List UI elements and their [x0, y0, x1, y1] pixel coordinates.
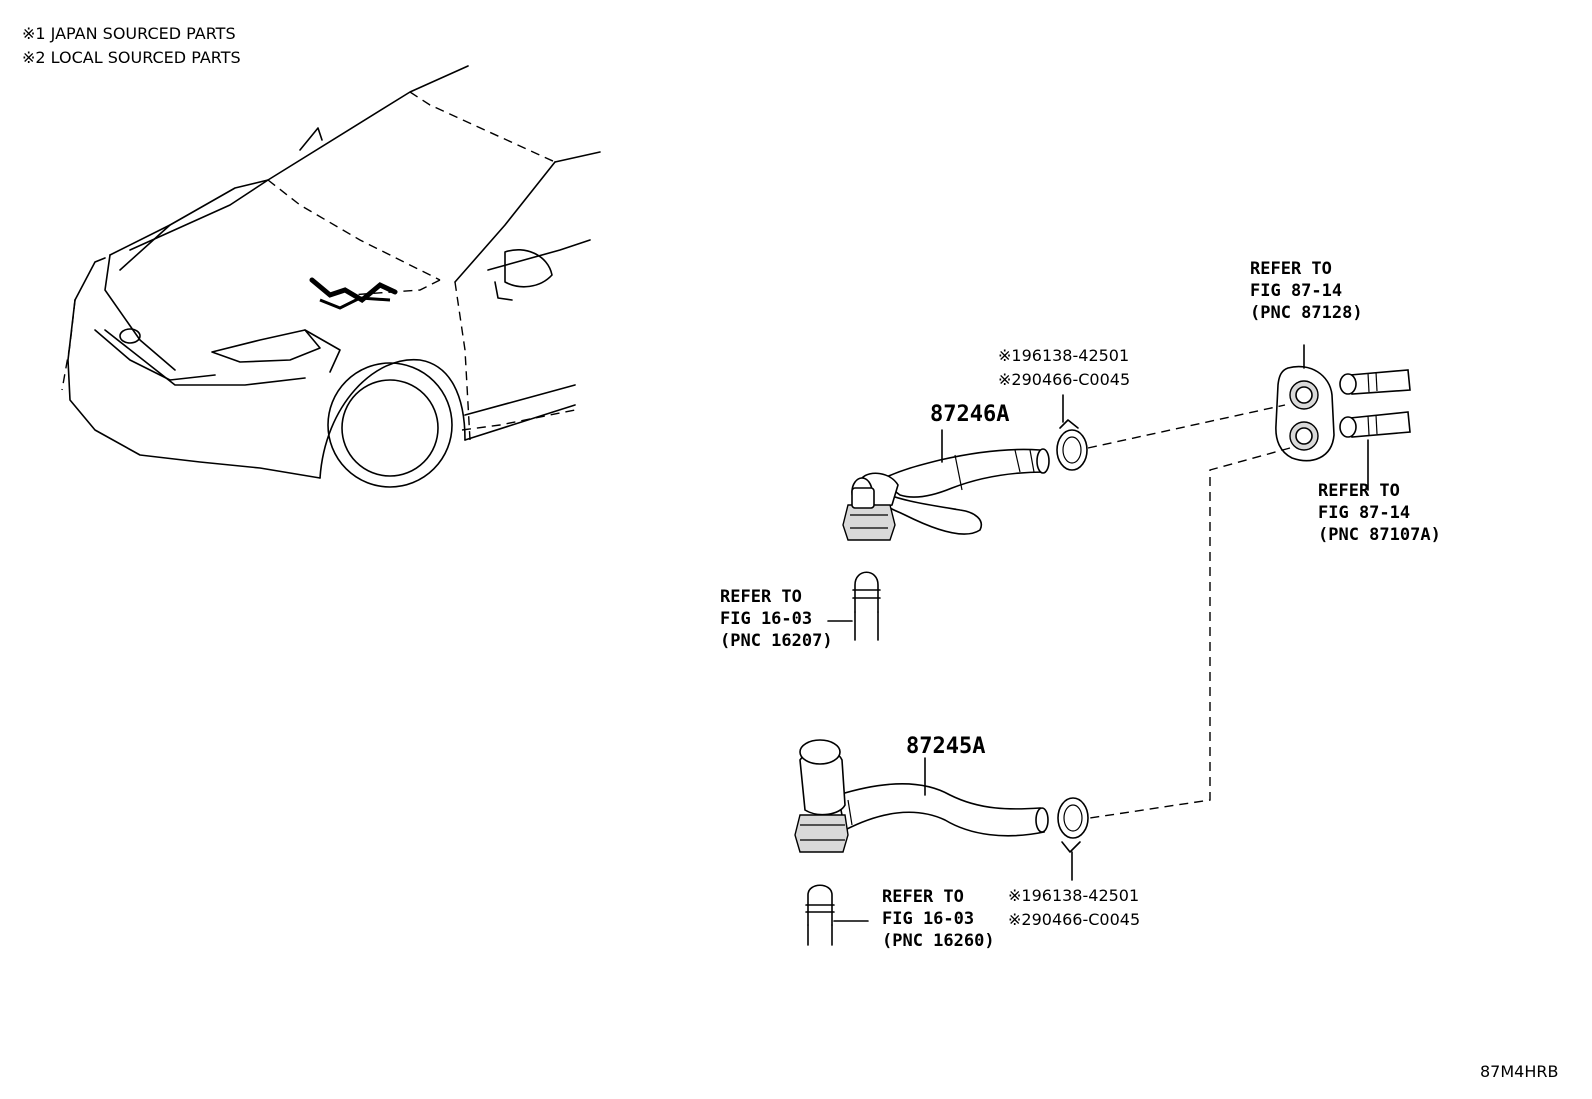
upper-clamp-drawing: [1056, 394, 1088, 471]
ref-pipes-line2[interactable]: FIG 87-14: [1318, 503, 1411, 523]
ref-grommet-line2[interactable]: FIG 87-14: [1250, 281, 1343, 301]
upper-clamp-code-1[interactable]: ※196138-42501: [998, 346, 1130, 365]
car-outline-illustration: [61, 65, 601, 488]
legend-local-sourced: ※2 LOCAL SOURCED PARTS: [22, 48, 241, 67]
ref-engine-upper-line2[interactable]: FIG 16-03: [720, 609, 813, 629]
ref-engine-lower-line1: REFER TO: [882, 887, 964, 907]
legend-japan-sourced: ※1 JAPAN SOURCED PARTS: [22, 24, 236, 43]
part-number-87245a[interactable]: 87245A: [906, 734, 986, 759]
part-number-87246a[interactable]: 87246A: [930, 402, 1010, 427]
upper-clamp-code-2[interactable]: ※290466-C0045: [998, 370, 1131, 389]
diagram-code: 87M4HRB: [1480, 1062, 1559, 1081]
ref-engine-lower-line3[interactable]: (PNC 16260): [882, 931, 995, 951]
ref-grommet-line1: REFER TO: [1250, 259, 1332, 279]
ref-engine-upper-line3[interactable]: (PNC 16207): [720, 631, 833, 651]
pipes-drawing: [1339, 369, 1411, 491]
upper-hose-87246a-drawing: [842, 429, 1050, 641]
ref-pipes-line3[interactable]: (PNC 87107A): [1318, 525, 1441, 545]
lower-hose-87245a-drawing: [794, 739, 1049, 946]
grommet-drawing: [1275, 344, 1335, 462]
ref-engine-upper-line1: REFER TO: [720, 587, 802, 607]
ref-engine-lower-line2[interactable]: FIG 16-03: [882, 909, 975, 929]
lower-clamp-drawing: [1057, 797, 1089, 881]
lower-clamp-code-2[interactable]: ※290466-C0045: [1008, 910, 1141, 929]
ref-grommet-line3[interactable]: (PNC 87128): [1250, 303, 1363, 323]
connection-lines: [1087, 404, 1291, 819]
ref-pipes-line1: REFER TO: [1318, 481, 1400, 501]
lower-clamp-code-1[interactable]: ※196138-42501: [1008, 886, 1140, 905]
